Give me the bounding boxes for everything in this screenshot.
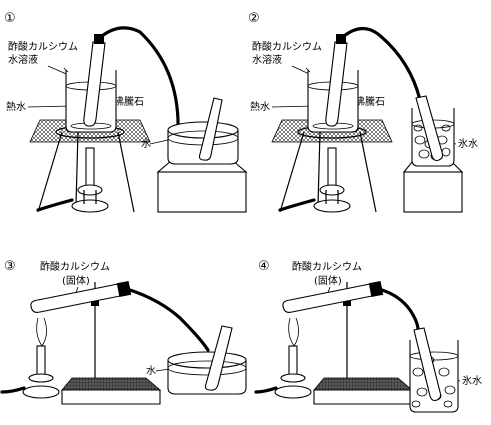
reagent-label-2: 水溶液 (252, 53, 282, 66)
stand-box (156, 159, 248, 213)
water-label: 水 (146, 365, 156, 377)
water-trough (167, 325, 247, 395)
ring-stand (61, 282, 162, 405)
hot-water-label: 熱水 (250, 100, 270, 113)
reagent-label-2: 水溶液 (8, 53, 38, 66)
panel-1: ① 酢酸カルシウム 水溶液 熱水 沸騰石 水 (4, 11, 248, 213)
panel-number: ③ (4, 259, 16, 274)
reagent-label: 酢酸カルシウム (8, 40, 78, 53)
test-tube (325, 34, 348, 127)
panel-2: ② 酢酸カルシウム 水溶液 熱水 沸騰石 氷水 (248, 11, 478, 213)
ice-water-beaker (411, 95, 455, 167)
test-tube (282, 280, 384, 313)
panel-number: ④ (258, 259, 270, 274)
panel-number: ① (4, 11, 16, 26)
delivery-tube (342, 26, 422, 102)
panel-4: ④ 酢酸カルシウム (固体) 氷水 (254, 259, 482, 413)
ice-water-label: 氷水 (462, 374, 482, 387)
reagent-label: 酢酸カルシウム (292, 260, 362, 273)
reagent-label-2: (固体) (62, 275, 90, 287)
panel-3: ③ 酢酸カルシウム (固体) 水 (0, 259, 247, 405)
delivery-tube (100, 26, 182, 152)
water-label: 水 (141, 138, 151, 150)
test-tube (83, 34, 106, 127)
ice-water-beaker (409, 327, 459, 413)
water-trough (167, 97, 239, 165)
ice-water-label: 氷水 (458, 137, 478, 150)
boiling-stone-label: 沸騰石 (355, 95, 385, 108)
delivery-tube (380, 288, 420, 332)
stand-box (402, 161, 464, 213)
delivery-tube (128, 288, 210, 352)
burner (254, 317, 312, 399)
reagent-label-2: (固体) (314, 275, 342, 287)
burner (36, 147, 109, 213)
panel-number: ② (248, 11, 260, 26)
test-tube (30, 280, 132, 313)
reagent-label: 酢酸カルシウム (252, 40, 322, 53)
reagent-label: 酢酸カルシウム (40, 260, 110, 273)
boiling-stone-label: 沸騰石 (114, 95, 144, 108)
burner (278, 147, 351, 213)
burner (0, 317, 60, 399)
hot-water-label: 熱水 (6, 100, 26, 113)
